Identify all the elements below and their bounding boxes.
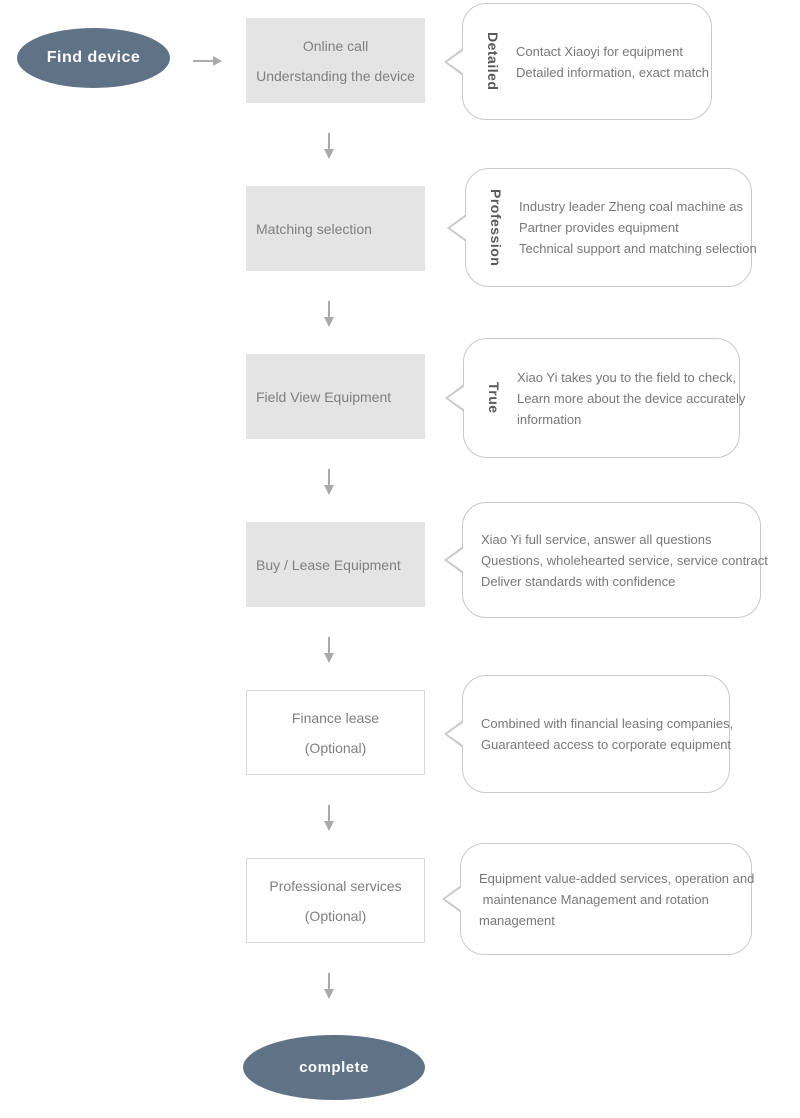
callout-text: Combined with financial leasing companie… (481, 713, 733, 755)
step-box-label: Understanding the device (256, 67, 415, 84)
callout-text: Equipment value-added services, operatio… (479, 868, 754, 931)
callout-line: Questions, wholehearted service, service… (481, 552, 768, 568)
callout-text: Contact Xiaoyi for equipment Detailed in… (516, 41, 709, 83)
step-box-label: Professional services (269, 877, 402, 894)
callout-line: management (479, 912, 555, 928)
arrow-down-icon (324, 973, 334, 999)
callout-tag: Detailed (485, 32, 501, 91)
arrow-down-icon (324, 805, 334, 831)
step-box-finance-lease: Finance lease (Optional) (246, 690, 425, 775)
callout-text: Xiao Yi takes you to the field to check,… (517, 367, 745, 430)
callout-line: Contact Xiaoyi for equipment (516, 43, 683, 59)
callout-tag: True (486, 382, 502, 414)
callout-line: Combined with financial leasing companie… (481, 716, 734, 731)
step-box-label: Field View Equipment (256, 388, 392, 405)
callout-line: Guaranteed access to corporate equipment (481, 737, 732, 752)
step-box-label: Matching selection (256, 220, 372, 237)
callout-line: Deliver standards with confidence (481, 573, 676, 589)
step-box-field-view: Field View Equipment (246, 354, 425, 439)
callout-bubble: Equipment value-added services, operatio… (442, 843, 754, 955)
callout-text: Xiao Yi full service, answer all questio… (481, 529, 768, 592)
step-box-label: (Optional) (304, 739, 367, 756)
end-node: complete (243, 1035, 425, 1100)
step-box-label: Finance lease (291, 709, 380, 726)
callout-tag: Profession (488, 188, 504, 267)
step-box-professional-services: Professional services (Optional) (246, 858, 425, 943)
arrow-down-icon (324, 133, 334, 159)
callout-line: information (517, 411, 582, 427)
callout-line: Xiao Yi takes you to the field to check, (517, 369, 736, 385)
arrow-down-icon (324, 637, 334, 663)
step-box-label: (Optional) (304, 907, 367, 924)
end-node-label: complete (299, 1059, 369, 1076)
start-node: Find device (17, 28, 170, 88)
callout-line: Technical support and matching selection (519, 241, 757, 256)
callout-bubble: Combined with financial leasing companie… (444, 675, 733, 793)
step-box-matching-selection: Matching selection (246, 186, 425, 271)
callout-text: Industry leader Zheng coal machine as Pa… (519, 196, 757, 259)
step-box-buy-lease: Buy / Lease Equipment (246, 522, 425, 607)
step-box-label: Online call (302, 37, 369, 54)
step-box-online-call: Online call Understanding the device (246, 18, 425, 103)
callout-line: Learn more about the device accurately (517, 390, 746, 406)
callout-bubble: Xiao Yi full service, answer all questio… (444, 502, 768, 618)
callout-bubble: Profession Industry leader Zheng coal ma… (447, 168, 757, 287)
callout-line: Detailed information, exact match (516, 64, 709, 80)
callout-line: Partner provides equipment (519, 220, 679, 235)
callout-bubble: True Xiao Yi takes you to the field to c… (445, 338, 745, 458)
start-node-label: Find device (46, 49, 141, 66)
callout-line: Equipment value-added services, operatio… (479, 870, 755, 886)
arrow-down-icon (324, 301, 334, 327)
callout-bubble: Detailed Contact Xiaoyi for equipment De… (444, 3, 712, 120)
callout-line: Xiao Yi full service, answer all questio… (481, 531, 712, 547)
callout-line: Industry leader Zheng coal machine as (519, 199, 744, 214)
callout-line: maintenance Management and rotation (479, 891, 709, 907)
arrow-right-icon (193, 56, 222, 66)
arrow-down-icon (324, 469, 334, 495)
step-box-label: Buy / Lease Equipment (256, 556, 401, 573)
